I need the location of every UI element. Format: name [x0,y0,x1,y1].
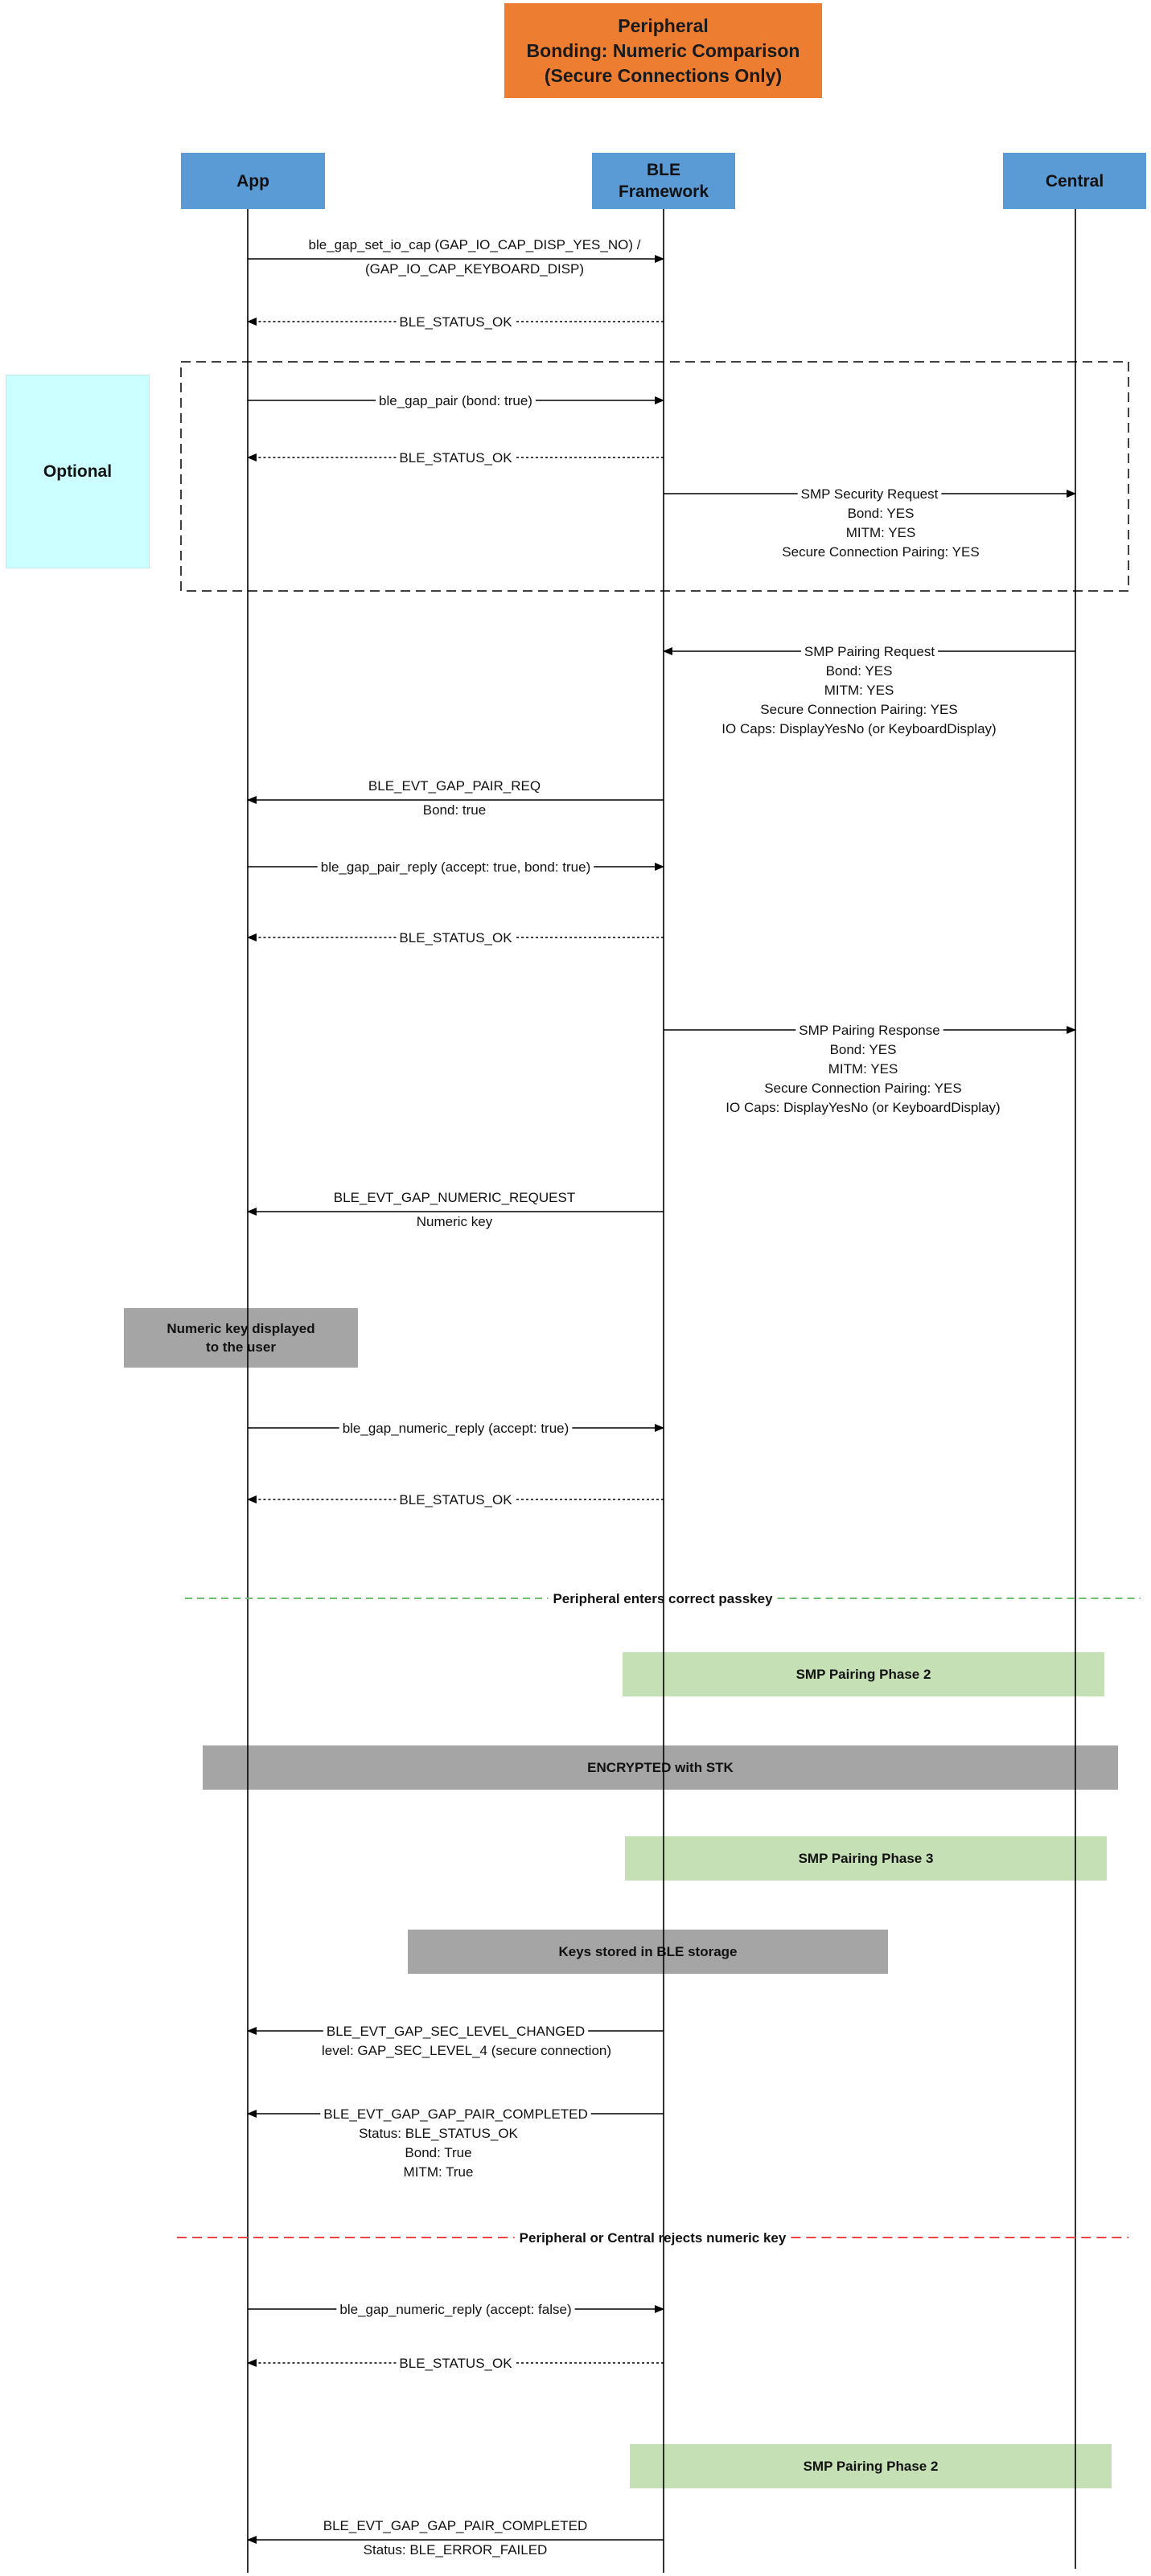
message-detail: Bond: YES [848,506,915,521]
message-detail: Secure Connection Pairing: YES [782,544,979,560]
message-detail: Bond: True [405,2145,471,2160]
message-detail: IO Caps: DisplayYesNo (or KeyboardDispla… [721,721,996,736]
message-label: ble_gap_pair (bond: true) [379,393,532,408]
message-m8: ble_gap_pair_reply (accept: true, bond: … [248,859,664,875]
message-detail: MITM: YES [824,683,894,698]
message-label: BLE_EVT_GAP_PAIR_REQ [368,778,541,794]
message-label: BLE_STATUS_OK [399,1492,512,1507]
note-smp-pairing-phase-2-reject: SMP Pairing Phase 2 [630,2444,1112,2488]
message-m11: BLE_EVT_GAP_NUMERIC_REQUEST Numeric key [247,1190,664,1229]
message-detail: Secure Connection Pairing: YES [760,702,957,717]
actor-ble-framework: BLE Framework [592,153,735,209]
message-detail: (GAP_IO_CAP_KEYBOARD_DISP) [365,261,584,277]
message-m1: ble_gap_set_io_cap (GAP_IO_CAP_DISP_YES_… [248,237,664,277]
message-m9: BLE_STATUS_OK [247,930,664,945]
message-m4: BLE_STATUS_OK [247,450,664,466]
message-label: ble_gap_set_io_cap (GAP_IO_CAP_DISP_YES_… [309,237,641,252]
message-detail: Bond: YES [830,1042,897,1057]
note-smp-pairing-phase-2: SMP Pairing Phase 2 [623,1652,1104,1696]
message-detail: MITM: True [404,2164,474,2180]
message-label: BLE_EVT_GAP_GAP_PAIR_COMPLETED [323,2518,587,2533]
message-m15: BLE_EVT_GAP_GAP_PAIR_COMPLETED Status: BL… [247,2106,664,2180]
message-m17: BLE_STATUS_OK [247,2356,664,2371]
message-label: SMP Pairing Response [799,1023,939,1038]
message-label: ble_gap_numeric_reply (accept: false) [339,2302,571,2317]
actor-central: Central [1003,153,1146,209]
message-m2: BLE_STATUS_OK [247,314,664,330]
message-detail: Bond: YES [826,663,893,679]
message-label: BLE_EVT_GAP_GAP_PAIR_COMPLETED [323,2106,587,2122]
message-m14: BLE_EVT_GAP_SEC_LEVEL_CHANGED level: GAP_… [247,2024,664,2058]
note-numeric-key-displayed: Numeric key displayed to the user [124,1308,358,1368]
message-detail: Secure Connection Pairing: YES [764,1081,961,1096]
message-detail: Numeric key [417,1214,493,1229]
message-detail: MITM: YES [828,1061,898,1077]
message-m3: ble_gap_pair (bond: true) [248,393,664,408]
optional-frame [180,361,1129,592]
message-detail: MITM: YES [846,525,916,540]
optional-label: Optional [6,375,150,568]
message-label: BLE_EVT_GAP_SEC_LEVEL_CHANGED [327,2024,585,2039]
message-label: ble_gap_numeric_reply (accept: true) [343,1421,569,1436]
message-label: ble_gap_pair_reply (accept: true, bond: … [321,859,590,875]
message-m18: BLE_EVT_GAP_GAP_PAIR_COMPLETED Status: BL… [247,2518,664,2558]
message-m13: BLE_STATUS_OK [247,1492,664,1507]
note-encrypted-with-stk: ENCRYPTED with STK [203,1745,1118,1790]
message-detail: Status: BLE_STATUS_OK [359,2126,518,2141]
message-m16: ble_gap_numeric_reply (accept: false) [248,2302,664,2317]
message-m12: ble_gap_numeric_reply (accept: true) [248,1421,664,1436]
message-label: BLE_STATUS_OK [399,450,512,466]
message-m7: BLE_EVT_GAP_PAIR_REQ Bond: true [247,778,664,818]
separator-label: Peripheral enters correct passkey [553,1591,773,1606]
message-detail: Status: BLE_ERROR_FAILED [364,2542,548,2558]
message-detail: IO Caps: DisplayYesNo (or KeyboardDispla… [726,1100,1000,1115]
note-smp-pairing-phase-3: SMP Pairing Phase 3 [625,1836,1107,1881]
message-label: BLE_EVT_GAP_NUMERIC_REQUEST [334,1190,575,1205]
diagram-title: Peripheral Bonding: Numeric Comparison (… [504,3,822,98]
message-detail: level: GAP_SEC_LEVEL_4 (secure connectio… [322,2043,611,2058]
message-label: BLE_STATUS_OK [399,314,512,330]
message-label: SMP Pairing Request [804,644,935,659]
message-label: BLE_STATUS_OK [399,930,512,945]
note-keys-stored: Keys stored in BLE storage [408,1930,888,1974]
separator-label: Peripheral or Central rejects numeric ke… [520,2230,787,2246]
message-label: BLE_STATUS_OK [399,2356,512,2371]
message-detail: Bond: true [423,802,486,818]
actor-app: App [181,153,325,209]
message-label: SMP Security Request [801,486,939,502]
